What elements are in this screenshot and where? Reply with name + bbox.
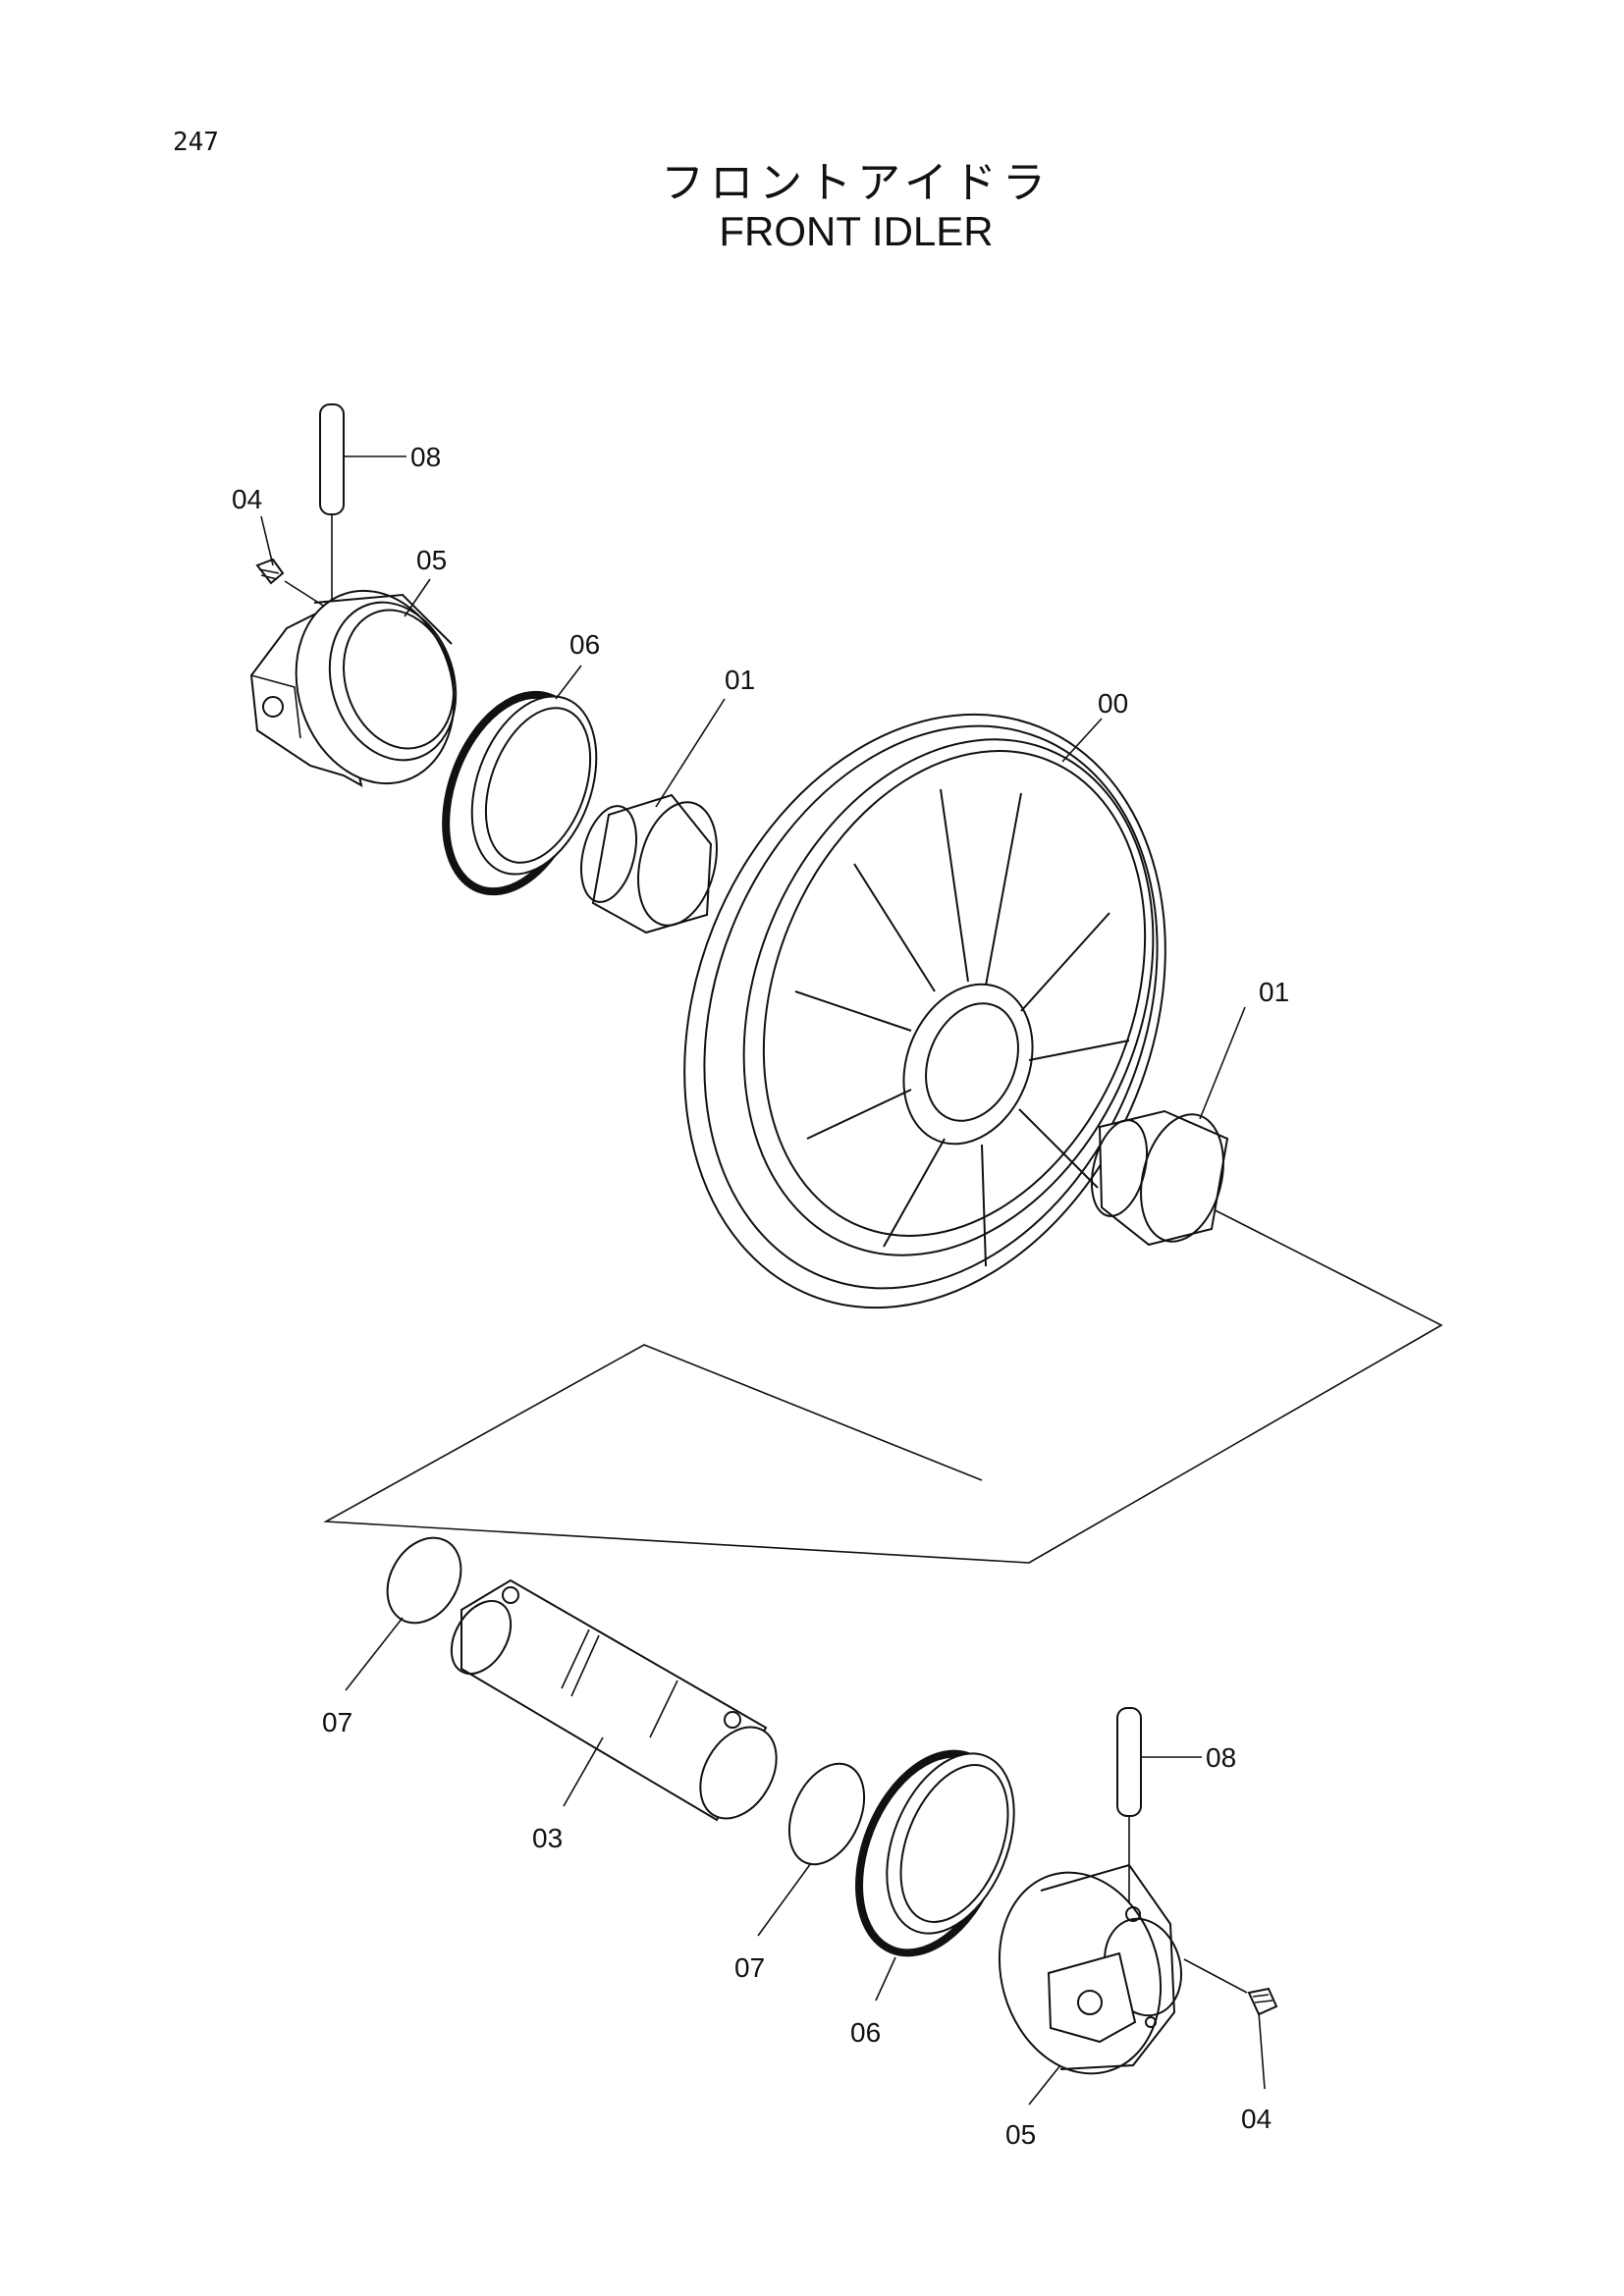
callout-07-left: 07 <box>322 1707 352 1737</box>
o-ring-07-left <box>386 1536 462 1625</box>
leader-lines <box>260 455 1266 2106</box>
bracket-05-bottom <box>998 1863 1183 2075</box>
title-english: FRONT IDLER <box>719 208 994 254</box>
callout-05-bottom: 05 <box>1005 2119 1036 2150</box>
shaft-03 <box>450 1578 778 1822</box>
pin-08-top <box>319 403 345 609</box>
callout-03: 03 <box>532 1823 563 1853</box>
bushing-01-top <box>580 793 718 934</box>
pin-08-bottom <box>1116 1707 1142 1914</box>
callout-07-right: 07 <box>734 1952 765 1983</box>
callout-08-top: 08 <box>410 442 441 472</box>
callout-06-bottom: 06 <box>850 2017 881 2048</box>
bushing-01-right <box>1091 1109 1229 1247</box>
idler-wheel-00 <box>683 713 1166 1309</box>
screw-04-top <box>255 558 329 610</box>
callout-04-top: 04 <box>232 484 262 514</box>
assembly-guide-line <box>323 1199 1443 1564</box>
callout-06-top: 06 <box>569 629 600 660</box>
page-number: 247 <box>173 128 219 157</box>
callout-01-top: 01 <box>725 665 755 695</box>
callout-08-bottom: 08 <box>1206 1742 1236 1773</box>
callout-01-right: 01 <box>1259 977 1289 1007</box>
seal-06-bottom <box>855 1749 1015 1957</box>
screw-04-bottom <box>1183 1958 1278 2016</box>
title-japanese: フロントアイドラ <box>661 158 1052 208</box>
o-ring-07-right <box>787 1762 866 1866</box>
bracket-05-top <box>249 589 458 787</box>
callout-00: 00 <box>1098 688 1128 719</box>
seal-06-top <box>442 690 598 896</box>
callout-04-bottom: 04 <box>1241 2104 1272 2134</box>
callout-05-top: 05 <box>416 545 447 575</box>
